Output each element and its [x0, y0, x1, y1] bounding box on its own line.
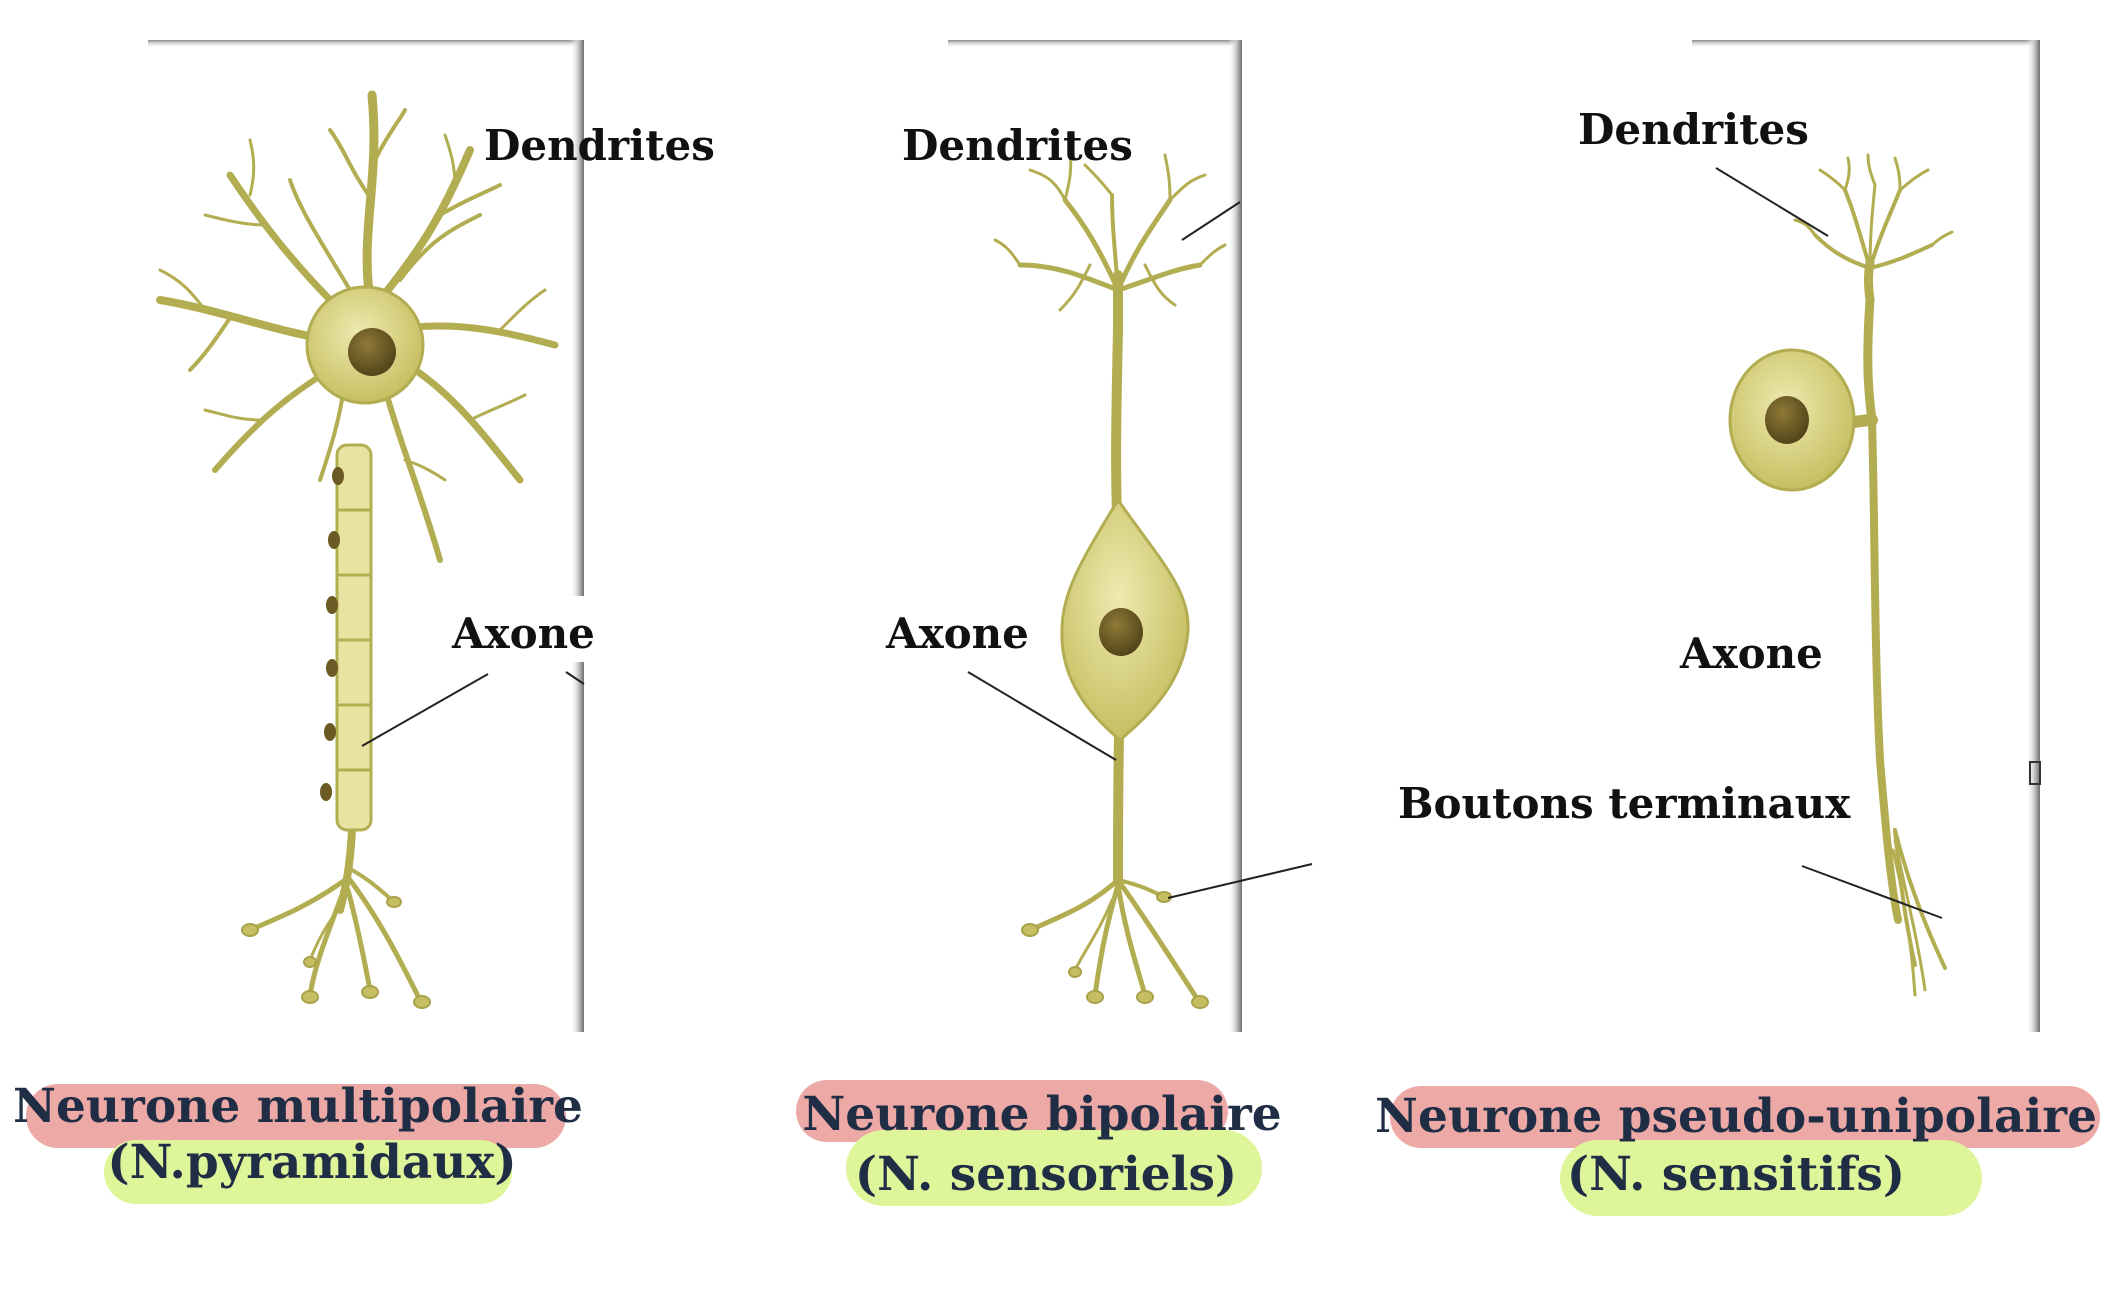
panel-bipolar: Dendrites Axone — [885, 40, 1313, 1032]
bipolar-dendrites — [993, 148, 1227, 335]
pseudo-unipolar-dendrites-label: Dendrites — [1578, 105, 1809, 154]
caption-pseudo-unipolar: Neurone pseudo-unipolaire (N. sensitifs) — [1375, 1086, 2100, 1216]
bipolar-dendrites-pointer — [1181, 201, 1241, 241]
panel-bipolar-shadow-right — [1228, 40, 1242, 1032]
multipolar-axone-label: Axone — [451, 609, 595, 658]
caption-pseudo-unipolar-example-highlight — [1560, 1140, 1982, 1216]
panel-multipolar-shadow-right — [570, 40, 584, 1032]
caption-pseudo-unipolar-example: (N. sensitifs) — [1567, 1147, 1905, 1202]
bipolar-dendrites-label: Dendrites — [902, 121, 1133, 170]
pseudo-unipolar-process — [1863, 295, 1877, 425]
pseudo-unipolar-dendrites-pointer — [1715, 167, 1829, 237]
pseudo-unipolar-axon — [1868, 416, 1902, 924]
caption-bipolar-example: (N. sensoriels) — [855, 1147, 1237, 1202]
panel-multipolar: Dendrites Axone — [148, 40, 715, 1032]
multipolar-dendrites-label: Dendrites — [484, 121, 715, 170]
multipolar-axone-pointer-stub — [565, 671, 585, 685]
panel-multipolar-shadow-top — [148, 40, 584, 48]
caption-bipolar-example-highlight — [846, 1130, 1262, 1206]
pseudo-unipolar-axone-label: Axone — [1679, 629, 1823, 678]
boutons-terminaux-label: Boutons terminaux — [1398, 779, 1851, 828]
bipolar-axone-label: Axone — [885, 609, 1029, 658]
caption-multipolar-highlight — [26, 1084, 566, 1148]
caption-pseudo-unipolar-highlight — [1390, 1086, 2100, 1148]
pseudo-unipolar-neuron — [1793, 153, 1954, 997]
caption-multipolar: Neurone multipolaire (N.pyramidaux) — [13, 1079, 583, 1204]
multipolar-terminal-buttons — [241, 896, 431, 1009]
multipolar-axon-terminals — [247, 826, 423, 1003]
caption-bipolar: Neurone bipolaire (N. sensoriels) — [796, 1080, 1282, 1206]
bipolar-axon-terminals — [1027, 877, 1201, 1003]
panel-pseudo-unipolar-edge-mark — [2029, 761, 2041, 785]
bipolar-nucleus — [1099, 608, 1143, 656]
pseudo-unipolar-dendrites — [1793, 153, 1954, 305]
pseudo-unipolar-boutons-pointer — [1801, 865, 1943, 919]
pseudo-unipolar-nucleus — [1765, 396, 1809, 444]
bipolar-terminal-buttons — [1021, 891, 1209, 1009]
panel-bipolar-shadow-top — [948, 40, 1242, 48]
panel-pseudo-unipolar-shadow-right — [2026, 40, 2040, 1032]
multipolar-myelin-sheath — [320, 443, 373, 832]
caption-multipolar-type: Neurone multipolaire — [13, 1079, 583, 1134]
pseudo-unipolar-axon-terminals — [1891, 828, 1947, 997]
multipolar-nucleus — [348, 328, 396, 376]
panel-pseudo-unipolar-frame — [1692, 40, 2040, 1032]
caption-multipolar-example-highlight — [104, 1140, 512, 1204]
caption-multipolar-example: (N.pyramidaux) — [107, 1135, 516, 1190]
panel-pseudo-unipolar-shadow-top — [1692, 40, 2040, 48]
bipolar-boutons-pointer — [1167, 863, 1313, 899]
panel-pseudo-unipolar: Dendrites Axone — [1578, 40, 2041, 1032]
multipolar-axone-pointer — [361, 673, 489, 747]
caption-bipolar-type: Neurone bipolaire — [802, 1087, 1281, 1142]
bipolar-axone-pointer — [967, 671, 1117, 761]
caption-pseudo-unipolar-type: Neurone pseudo-unipolaire — [1375, 1089, 2097, 1144]
caption-bipolar-highlight — [796, 1080, 1228, 1142]
